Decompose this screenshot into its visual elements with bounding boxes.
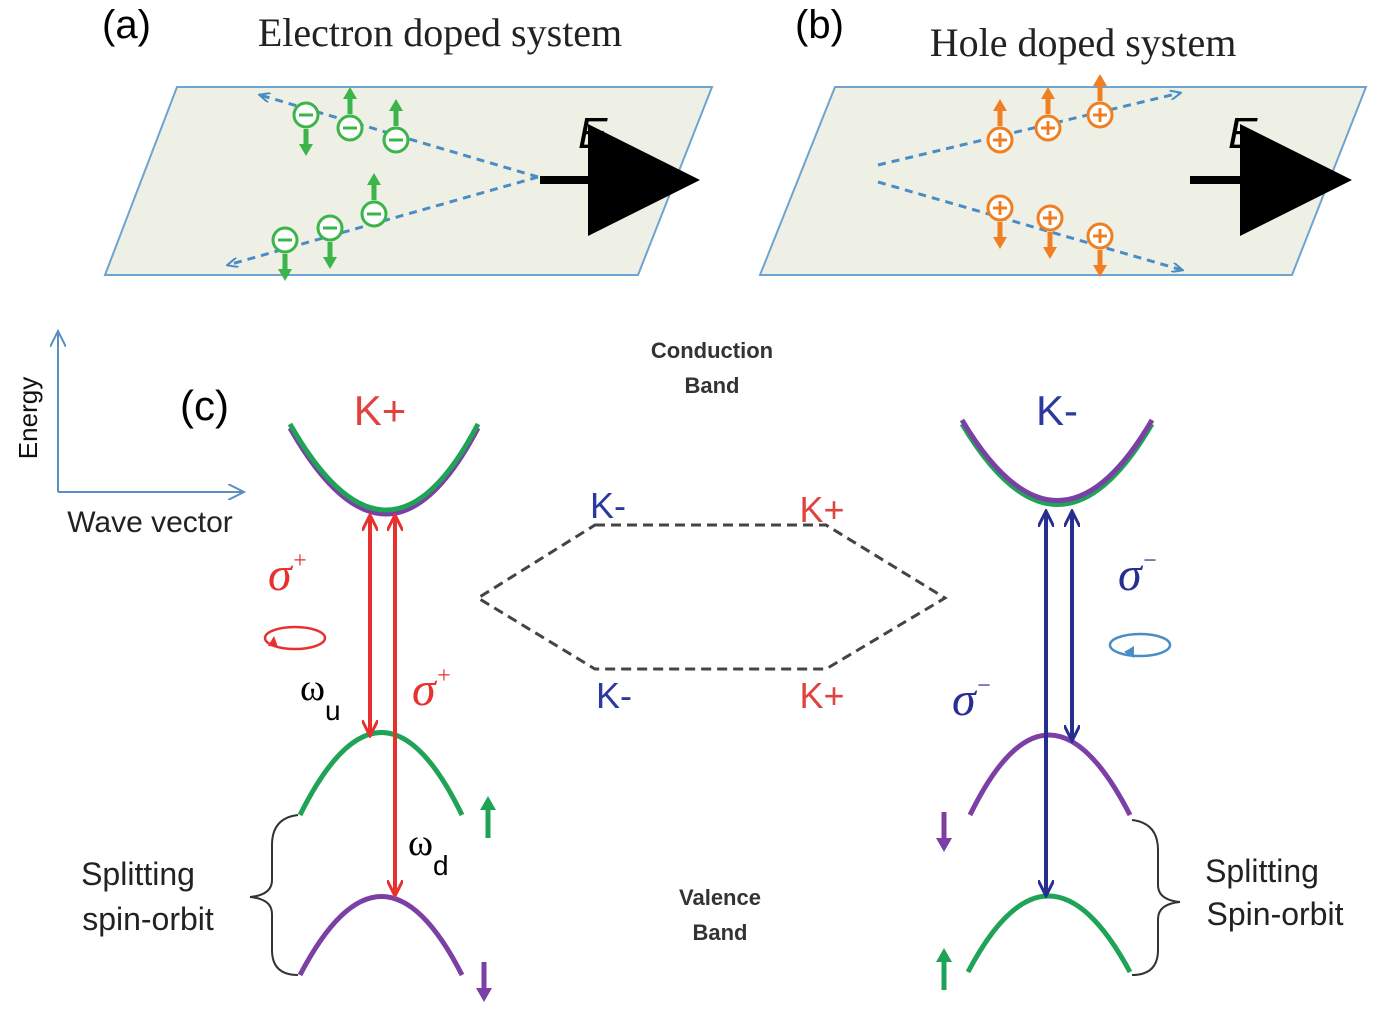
panel-c-tag: (c) — [180, 382, 229, 429]
hex-bottom-left-label: K- — [596, 675, 632, 716]
valley-left-label: K+ — [354, 387, 407, 434]
conduction-band-label-line1: Conduction — [651, 338, 773, 363]
splitting-right-line1: Splitting — [1205, 853, 1319, 889]
circular-polarization-left-arrowhead — [268, 636, 278, 647]
right-conduction-band-spin-down — [959, 418, 1155, 503]
panel-b: (b) Hole doped system E — [758, 3, 1368, 277]
left-valence-band-lower — [297, 894, 465, 977]
conduction-band-label-line2: Band — [685, 373, 740, 398]
omega-d-label: ωd — [408, 822, 449, 881]
panel-a-tag: (a) — [102, 3, 151, 47]
valence-band-label-line2: Band — [693, 920, 748, 945]
panel-a-title: Electron doped system — [258, 10, 622, 55]
splitting-left-line2: spin-orbit — [82, 901, 214, 937]
left-valence-band-upper — [297, 730, 465, 817]
panel-b-path-upper — [877, 93, 1180, 167]
hex-top-left-label: K- — [590, 485, 626, 526]
right-valence-band-lower — [965, 893, 1133, 974]
panel-b-plane — [758, 86, 1368, 276]
panel-b-path-lower — [877, 180, 1182, 270]
panel-c: Energy Wave vector (c) Conduction Band V… — [13, 332, 1344, 1002]
valley-right-label: K- — [1036, 387, 1078, 434]
left-conduction-band-spin-up — [287, 422, 481, 513]
splitting-brace-right — [1131, 819, 1181, 976]
splitting-left-line1: Splitting — [81, 856, 195, 892]
circular-polarization-left-icon — [263, 625, 327, 651]
panel-a: (a) Electron doped system E — [102, 3, 714, 281]
hex-top-right-label: K+ — [799, 489, 844, 530]
circular-polarization-right-icon — [1108, 632, 1172, 658]
panel-b-field-label: E — [1228, 109, 1258, 158]
sigma-plus-upper: σ+ — [268, 548, 308, 601]
splitting-brace-left — [249, 814, 299, 976]
right-valence-band-upper — [967, 732, 1133, 817]
hex-bottom-right-label: K+ — [799, 675, 844, 716]
energy-axis-label: Energy — [13, 377, 43, 459]
valence-band-label-line1: Valence — [679, 885, 761, 910]
wavevector-axis-label: Wave vector — [67, 506, 233, 539]
sigma-plus-lower: σ+ — [412, 663, 452, 716]
sigma-minus-upper: σ− — [1118, 548, 1158, 601]
panel-b-tag: (b) — [795, 3, 844, 47]
panel-a-plane — [103, 86, 714, 276]
panel-b-title: Hole doped system — [930, 20, 1237, 65]
circular-polarization-right-arrowhead — [1124, 646, 1134, 658]
panel-a-field-label: E — [578, 109, 608, 158]
brillouin-zone-hexagon — [475, 523, 948, 671]
sigma-minus-lower: σ− — [952, 673, 992, 726]
omega-u-label: ωu — [300, 667, 341, 726]
splitting-right-line2: Spin-orbit — [1207, 896, 1344, 932]
